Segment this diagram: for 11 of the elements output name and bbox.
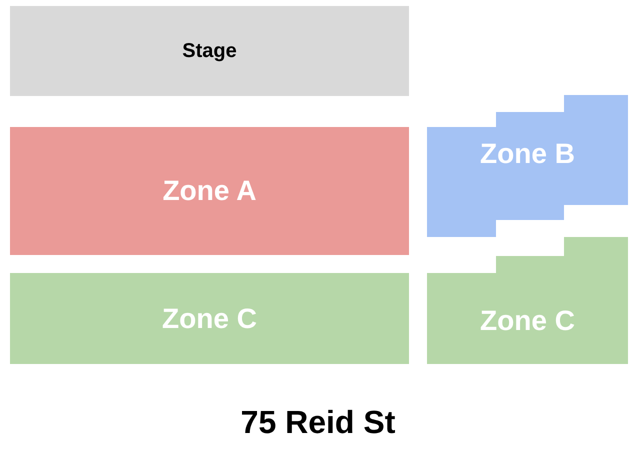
seating-zone [427,237,628,364]
seating-zone [10,273,409,364]
zone-label: Zone A [162,175,256,207]
zone-label: Zone C [162,302,257,334]
venue-address: 75 Reid St [240,404,396,440]
zone-label: Zone C [480,304,575,336]
seating-zone [427,95,628,237]
stage-area [10,6,409,96]
stage-label: Stage [182,40,237,62]
seating-zone [10,127,409,255]
zone-label: Zone B [480,138,575,170]
